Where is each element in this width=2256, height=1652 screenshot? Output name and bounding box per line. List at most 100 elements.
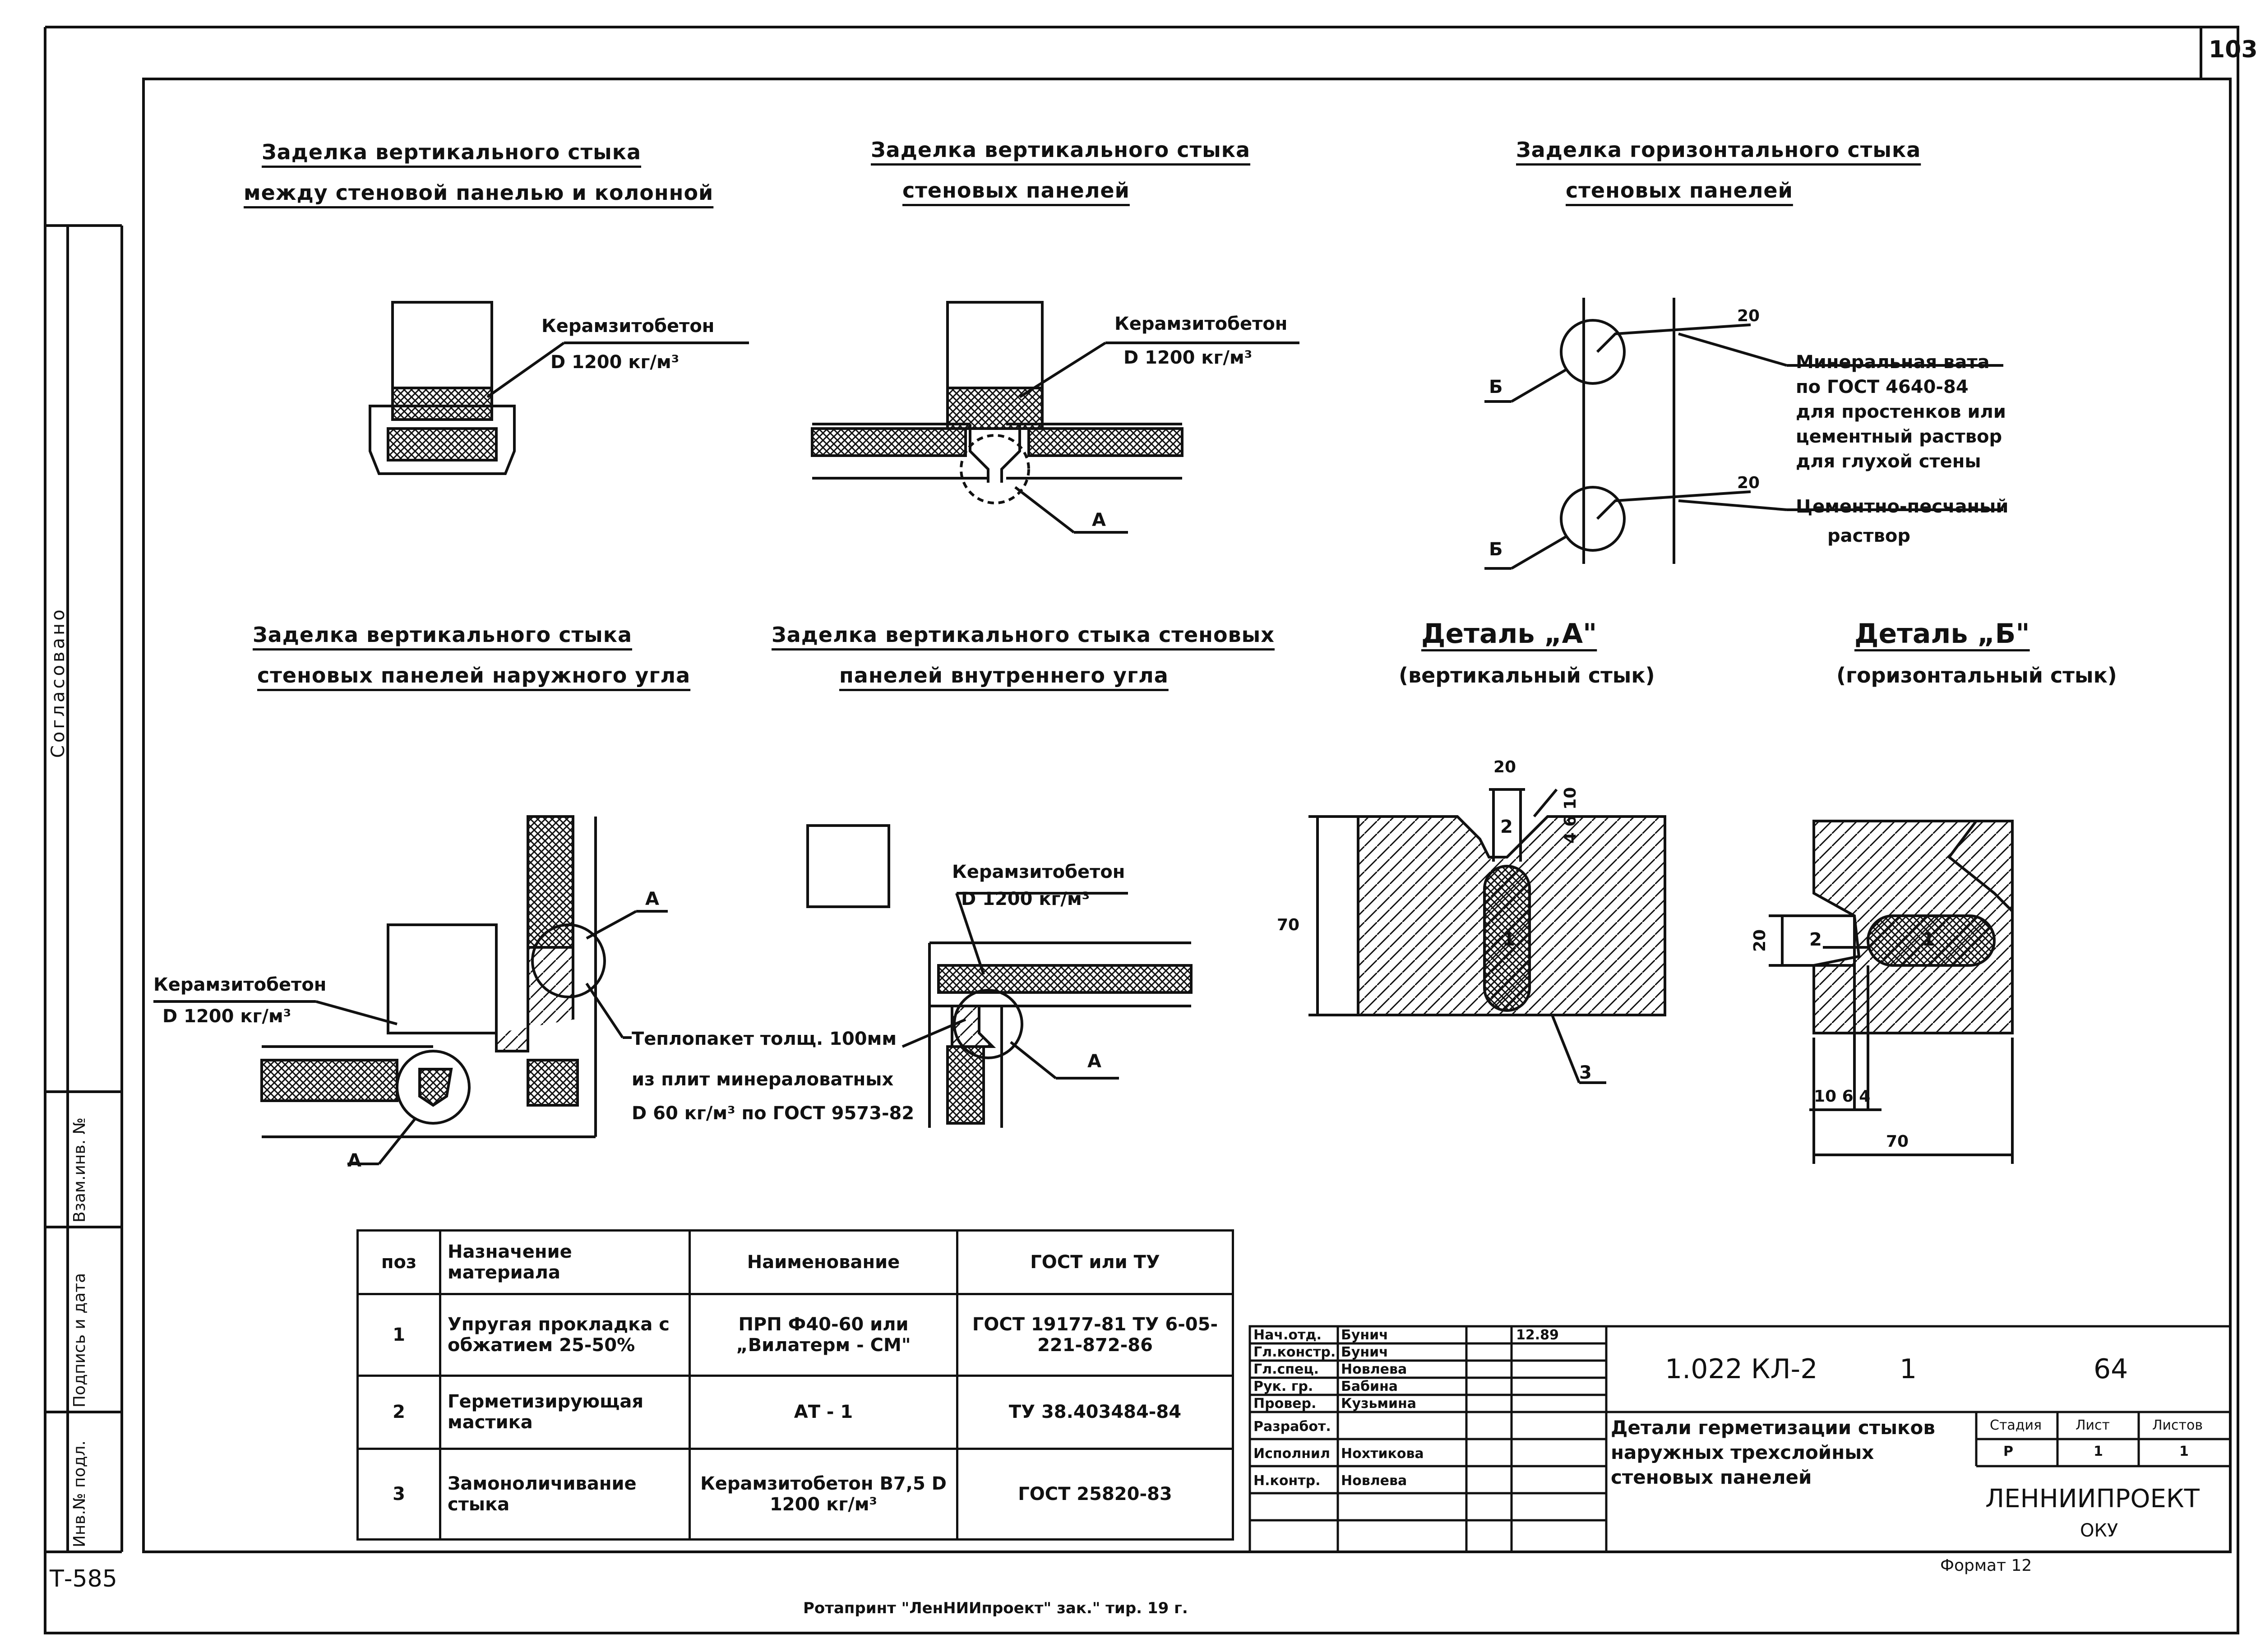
row2-pos: 2 (356, 1375, 441, 1450)
table-row: 2 Герметизирующая мастика АТ - 1 ТУ 38.4… (356, 1375, 1234, 1450)
density-label-4: D 1200 кг/м³ (162, 1006, 291, 1027)
mineral-wool-2: по ГОСТ 4640-84 (1796, 377, 1969, 397)
cement-sand-2: раствор (1827, 526, 1910, 546)
role-1: Гл.констр. (1253, 1344, 1336, 1360)
callout-a-5: А (1087, 1051, 1101, 1072)
stamp-podpis: Подпись и дата (70, 1273, 89, 1407)
mineral-wool-4: цементный раствор (1796, 426, 2002, 447)
row3-gost: ГОСТ 25820-83 (956, 1447, 1234, 1541)
col-name: Наименование (689, 1229, 958, 1296)
detail-b-pos-1: 1 (1922, 929, 1935, 950)
drawing-1-column-joint (369, 301, 749, 475)
name-3: Бабина (1341, 1379, 1398, 1394)
thermal-pack-1: Теплопакет толщ. 100мм (632, 1029, 897, 1049)
drawing-4-outer-corner (153, 815, 668, 1165)
drawing-1-title-line1: Заделка вертикального стыка (262, 140, 642, 164)
row1-gost: ГОСТ 19177-81 ТУ 6-05-221-872-86 (956, 1293, 1234, 1377)
thermal-pack-2: из плит минераловатных (632, 1069, 894, 1090)
density-label-1: D 1200 кг/м³ (550, 352, 680, 373)
drawing-3-title-line2: стеновых панелей (1566, 178, 1793, 203)
role-6: Исполнил (1253, 1446, 1330, 1462)
drawing-1-title-line2: между стеновой панелью и колонной (244, 180, 714, 205)
name-4: Кузьмина (1341, 1396, 1416, 1412)
stamp-vzam: Взам.инв. № (70, 1117, 89, 1223)
callout-b-1: Б (1489, 377, 1503, 397)
name-6: Нохтикова (1341, 1446, 1424, 1462)
dim-20-upper: 20 (1737, 307, 1760, 325)
detail-a-title: Деталь „А" (1421, 618, 1597, 650)
stage-value: Р (2003, 1444, 2013, 1459)
drawing-3-horizontal-joint (1484, 298, 2003, 570)
detail-b-dim-small: 10 6 4 (1814, 1087, 1871, 1106)
name-7: Новлева (1341, 1473, 1407, 1489)
row1-purpose: Упругая прокладка с обжатием 25-50% (439, 1293, 691, 1377)
drawing-3-title-line1: Заделка горизонтального стыка (1516, 138, 1921, 162)
org-name: ЛЕННИИПРОЕКТ (1985, 1484, 2200, 1514)
name-0: Бунич (1341, 1327, 1388, 1343)
keramzit-label-1: Керамзитобетон (541, 316, 715, 337)
col-pos: поз (356, 1229, 441, 1296)
sheets-header: Листов (2152, 1417, 2203, 1433)
drawing-4-title-line1: Заделка вертикального стыка (253, 623, 633, 647)
drawing-5-title-line2: панелей внутреннего угла (839, 663, 1169, 688)
mineral-wool-3: для простенков или (1796, 401, 2006, 422)
dim-20-lower: 20 (1737, 474, 1760, 492)
detail-b-pos-2: 2 (1809, 929, 1822, 950)
keramzit-label-2: Керамзитобетон (1114, 314, 1288, 334)
footer-rotaprint: Ротапринт "ЛенНИИпроект" зак." тир. 19 г… (803, 1599, 1188, 1617)
doc-description-1: Детали герметизации стыков (1611, 1417, 1935, 1439)
doc-code: 1.022 КЛ-2 (1665, 1353, 1818, 1385)
table-row: 1 Упругая прокладка с обжатием 25-50% ПР… (356, 1293, 1234, 1377)
mineral-wool-5: для глухой стены (1796, 451, 1981, 472)
mineral-wool-1: Минеральная вата (1796, 352, 1990, 373)
drawing-2-title-line2: стеновых панелей (902, 178, 1130, 203)
keramzit-label-4: Керамзитобетон (153, 974, 327, 995)
spec-table: поз Назначение материала Наименование ГО… (356, 1229, 1234, 1541)
drawing-5-inner-corner (806, 824, 1193, 1128)
callout-a-4-bottom: А (347, 1150, 361, 1171)
thermal-pack-3: D 60 кг/м³ по ГОСТ 9573-82 (632, 1103, 915, 1124)
sheets-value: 1 (2179, 1444, 2189, 1459)
detail-a-pos-1: 1 (1502, 929, 1515, 950)
doc-page: 64 (2094, 1353, 2128, 1385)
drawing-2-panel-joint (811, 301, 1299, 534)
detail-b-title: Деталь „Б" (1854, 618, 2030, 650)
role-7: Н.контр. (1253, 1473, 1321, 1489)
table-row: 3 Замоноличивание стыка Керамзитобетон В… (356, 1447, 1234, 1541)
density-label-2: D 1200 кг/м³ (1123, 347, 1253, 368)
callout-a-4-top: А (645, 889, 659, 909)
detail-a-pos-2: 2 (1500, 817, 1513, 837)
detail-a-subtitle: (вертикальный стык) (1399, 663, 1655, 688)
role-5: Разработ. (1253, 1419, 1331, 1435)
detail-a-dim-small: 4 6 10 (1561, 787, 1580, 844)
spec-table-header: поз Назначение материала Наименование ГО… (356, 1229, 1234, 1296)
title-block-lines (1248, 1325, 2232, 1553)
drawing-4-title-line2: стеновых панелей наружного угла (257, 663, 691, 688)
name-1: Бунич (1341, 1344, 1388, 1360)
drawing-5-title-line1: Заделка вертикального стыка стеновых (772, 623, 1275, 647)
detail-b-dim-20: 20 (1751, 929, 1769, 952)
format-label: Формат 12 (1940, 1556, 2032, 1575)
row3-pos: 3 (356, 1447, 441, 1541)
keramzit-label-5: Керамзитобетон (952, 862, 1125, 882)
sheet-header: Лист (2076, 1417, 2110, 1433)
footer-code: Т-585 (50, 1565, 117, 1592)
date: 12.89 (1516, 1327, 1559, 1343)
name-2: Новлева (1341, 1361, 1407, 1377)
stamp-inv: Инв.№ подл. (70, 1440, 89, 1547)
row2-name: АТ - 1 (689, 1375, 958, 1450)
sheet-number: 103 (2209, 36, 2256, 63)
row1-name: ПРП Ф40-60 или „Вилатерм - СМ" (689, 1293, 958, 1377)
row1-pos: 1 (356, 1293, 441, 1377)
detail-b-drawing (1769, 820, 2014, 1164)
detail-a-drawing (1308, 788, 1666, 1084)
role-2: Гл.спец. (1253, 1361, 1319, 1377)
stage-header: Стадия (1990, 1417, 2042, 1433)
dept-name: ОКУ (2080, 1520, 2118, 1541)
detail-a-dim-20: 20 (1493, 758, 1516, 776)
role-3: Рук. гр. (1253, 1379, 1313, 1394)
density-label-5: D 1200 кг/м³ (961, 889, 1090, 909)
cement-sand-1: Цементно-песчаный (1796, 496, 2009, 517)
col-purpose: Назначение материала (439, 1229, 691, 1296)
